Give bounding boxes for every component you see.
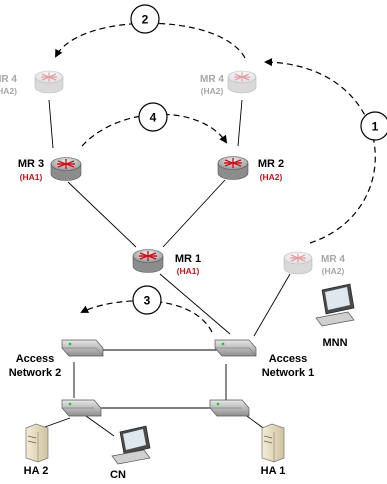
- mr2-ha: (HA2): [260, 172, 283, 182]
- svg-text:4: 4: [150, 111, 157, 125]
- mnn-label: MNN: [322, 337, 347, 349]
- router-arrows-icon: [139, 251, 157, 261]
- router-mr4-right: [283, 251, 313, 275]
- laptop-mnn-icon: [315, 283, 355, 327]
- router-arrows-icon: [41, 72, 57, 82]
- access-network-2-label-line1: Access: [16, 353, 55, 365]
- link-sw4-ha1: [243, 413, 267, 431]
- step-3: 3: [132, 285, 162, 315]
- router-mr1: [132, 249, 164, 273]
- mr3-ha: (HA1): [20, 172, 43, 182]
- mr4-top-right-name: MR 4: [200, 74, 224, 85]
- svg-text:1: 1: [372, 120, 379, 134]
- router-mr4-top-right: [227, 70, 257, 94]
- step-1: 1: [360, 111, 387, 141]
- laptop-cn-icon: [111, 425, 151, 465]
- access-network-1-label-line1: Access: [269, 353, 308, 365]
- step-4: 4: [138, 102, 168, 132]
- mr2-name: MR 2: [258, 158, 284, 170]
- cn-label: CN: [110, 469, 126, 481]
- switch-access-network-2: [61, 339, 104, 357]
- router-mr4-top-left: [34, 70, 64, 94]
- switch-access-network-1: [214, 339, 257, 357]
- switch-lower-left: [61, 399, 102, 417]
- server-ha2-icon: [25, 423, 49, 463]
- link-mr1-an1: [159, 273, 231, 335]
- mr4-top-right-ha: (HA2): [201, 86, 224, 96]
- switch-lower-right: [209, 399, 250, 417]
- move-arrow-1: [264, 58, 376, 244]
- ha1-label: HA 1: [261, 465, 286, 477]
- ha2-label: HA 2: [24, 465, 49, 477]
- router-mr2: [217, 156, 249, 180]
- mr4-right-ha: (HA2): [322, 266, 345, 276]
- router-arrows-icon: [57, 159, 75, 169]
- svg-text:3: 3: [144, 294, 151, 308]
- router-arrows-icon: [224, 158, 242, 168]
- movement-arrows: [55, 22, 376, 333]
- mr3-name: MR 3: [18, 158, 44, 170]
- mr4-right-name: MR 4: [321, 254, 345, 265]
- link-mr4-mr2: [237, 99, 243, 147]
- link-an1-mr4: [253, 273, 291, 337]
- step-2: 2: [130, 4, 160, 34]
- router-arrows-icon: [290, 253, 306, 263]
- router-mr3: [50, 157, 82, 181]
- link-mr4-mr3: [48, 99, 54, 149]
- link-mr2-mr1: [162, 179, 226, 248]
- svg-text:2: 2: [142, 13, 149, 27]
- mr4-top-left-ha: (HA2): [0, 86, 17, 96]
- mr1-ha: (HA1): [177, 266, 200, 276]
- access-network-1-label-line2: Network 1: [262, 367, 315, 379]
- link-sw3-ha2: [41, 417, 71, 429]
- link-mr3-mr1: [67, 181, 137, 248]
- link-sw3-cn: [85, 415, 115, 437]
- network-links: [41, 99, 291, 437]
- mr1-name: MR 1: [175, 253, 201, 265]
- mr4-top-left-name: MR 4: [0, 74, 17, 85]
- server-ha1-icon: [261, 423, 285, 463]
- router-arrows-icon: [234, 72, 250, 82]
- access-network-2-label-line2: Network 2: [9, 367, 62, 379]
